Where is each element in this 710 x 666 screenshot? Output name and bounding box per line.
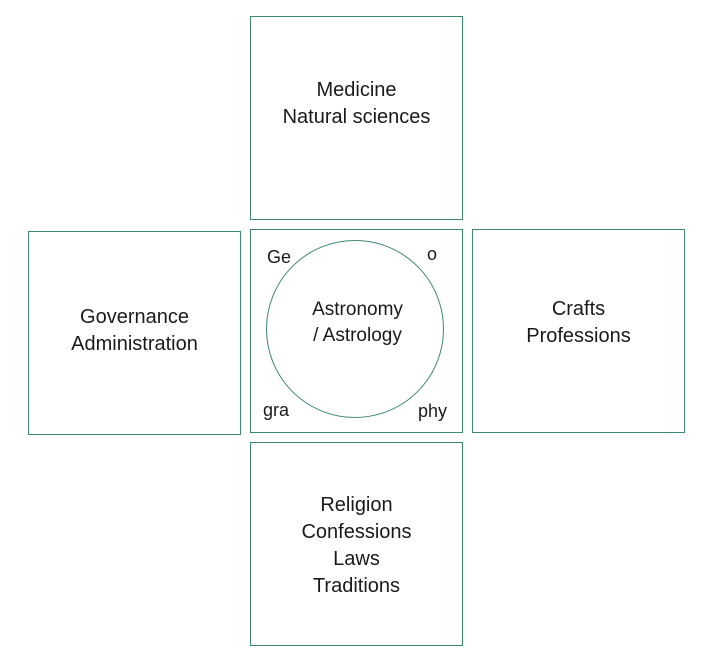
right-box-line-2: Professions: [526, 325, 631, 347]
right-box-crafts: Crafts Professions: [472, 229, 685, 433]
bottom-box-text: Religion Confessions Laws Traditions: [301, 492, 411, 600]
left-box-text: Governance Administration: [71, 304, 198, 358]
bottom-box-line-1: Religion: [320, 494, 393, 516]
circle-line-1: Astronomy: [312, 299, 403, 320]
bottom-box-line-3: Laws: [333, 548, 380, 570]
top-box-line-2: Natural sciences: [282, 106, 431, 128]
fragment-bottom-left: gra: [263, 400, 290, 420]
astronomy-circle: [266, 240, 444, 418]
circle-text: Astronomy / Astrology: [251, 297, 464, 349]
top-box-text: Medicine Natural sciences: [283, 77, 431, 131]
fragment-top-right: o: [427, 244, 438, 264]
bottom-box-line-2: Confessions: [301, 521, 412, 543]
top-box-medicine: Medicine Natural sciences: [250, 16, 463, 220]
bottom-box-line-4: Traditions: [312, 575, 401, 597]
left-box-governance: Governance Administration: [28, 231, 241, 435]
left-box-line-2: Administration: [71, 333, 198, 355]
left-box-line-1: Governance: [80, 306, 189, 328]
right-box-text: Crafts Professions: [526, 296, 631, 350]
right-box-line-1: Crafts: [551, 298, 606, 320]
top-box-line-1: Medicine: [316, 79, 397, 101]
fragment-top-left: Ge: [267, 247, 292, 267]
bottom-box-religion: Religion Confessions Laws Traditions: [250, 442, 463, 646]
fragment-bottom-right: phy: [418, 401, 448, 421]
circle-line-2: / Astrology: [313, 325, 402, 346]
center-box-geography: Astronomy / Astrology Ge o gra phy: [250, 229, 463, 433]
